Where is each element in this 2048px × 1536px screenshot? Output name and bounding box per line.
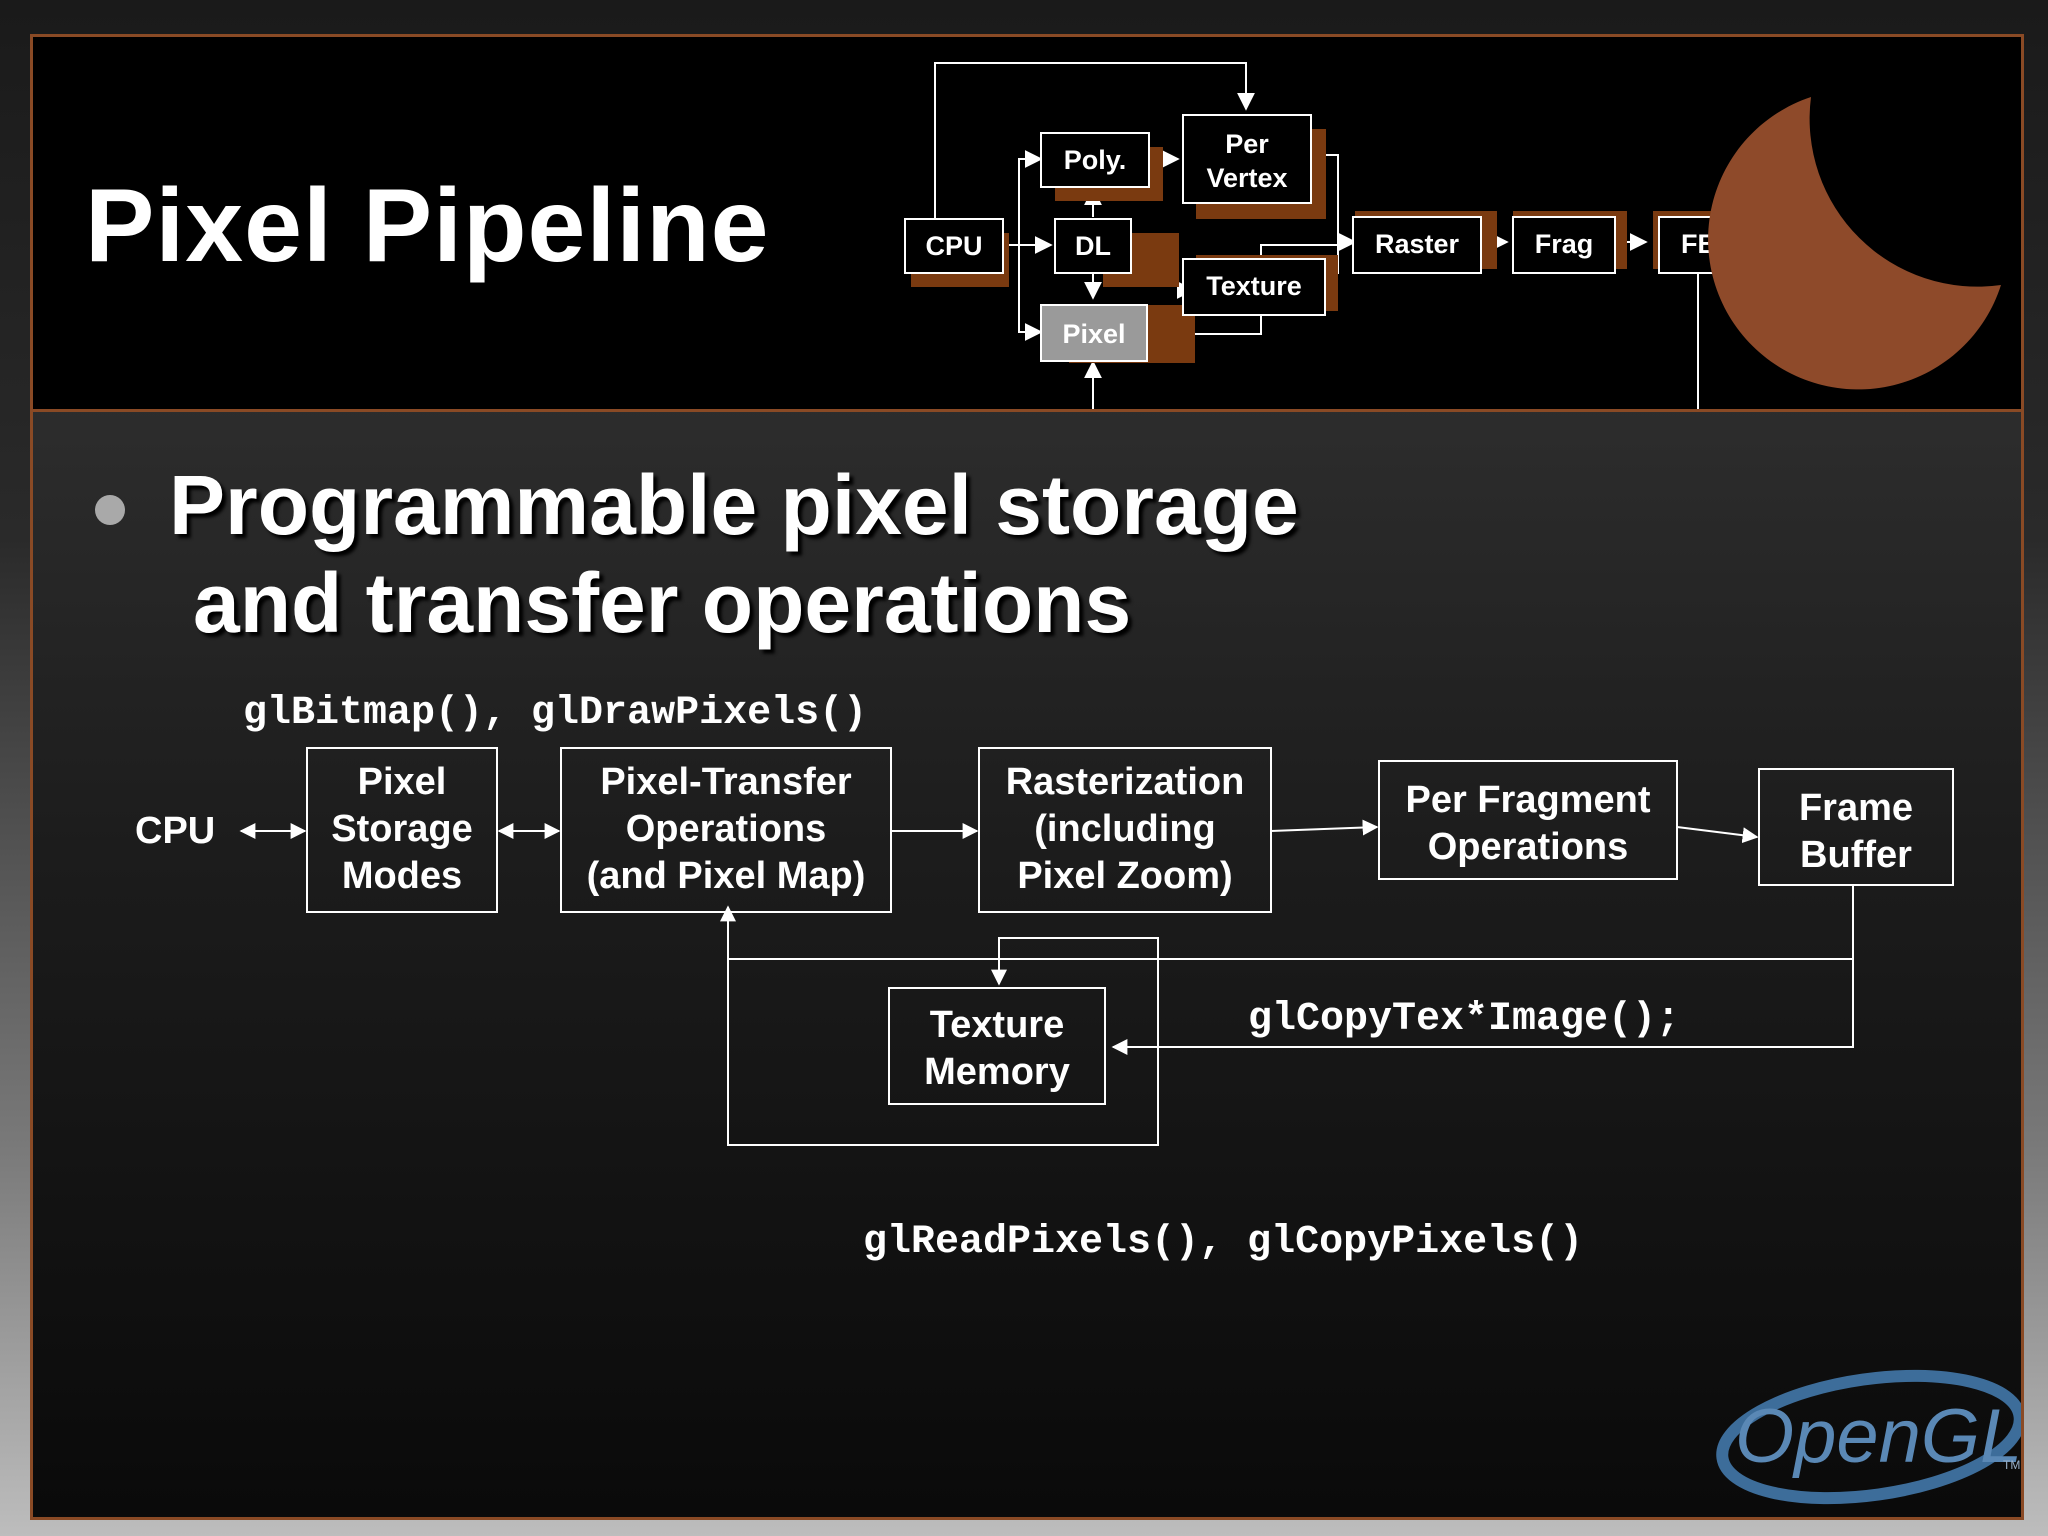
transfer-ops-line-2: Operations bbox=[626, 808, 827, 850]
mini-cpu-label: CPU bbox=[925, 231, 982, 261]
storage-modes-line-2: Storage bbox=[331, 808, 472, 850]
transfer-ops-line-1: Pixel-Transfer bbox=[600, 761, 852, 803]
mini-pixel-label: Pixel bbox=[1062, 319, 1125, 349]
draw-call-label: glBitmap(), glDrawPixels() bbox=[243, 691, 867, 736]
frame-buffer-line-1: Frame bbox=[1799, 787, 1913, 829]
diagram-connectors bbox=[239, 819, 1854, 1146]
storage-modes-box bbox=[306, 747, 498, 913]
frame-buffer-line-2: Buffer bbox=[1800, 834, 1912, 876]
bullet-line-2: and transfer operations bbox=[193, 556, 1132, 650]
mini-pervertex-box bbox=[1182, 114, 1312, 204]
bullet-dot bbox=[95, 495, 125, 525]
mini-poly-label: Poly. bbox=[1064, 145, 1127, 175]
transfer-ops-box bbox=[560, 747, 892, 913]
texture-memory-line-2: Memory bbox=[924, 1051, 1070, 1093]
mini-poly-box bbox=[1040, 132, 1150, 188]
copy-tex-label: glCopyTex*Image(); bbox=[1248, 997, 1680, 1042]
mini-frag-label: Frag bbox=[1535, 229, 1594, 259]
mini-dl-label: DL bbox=[1075, 231, 1111, 261]
slide: Pixel Pipeline bbox=[30, 34, 2024, 1520]
rasterization-box bbox=[978, 747, 1272, 913]
opengl-logo: OpenGL TM bbox=[1716, 1369, 2021, 1505]
frame-buffer-box bbox=[1758, 768, 1954, 886]
rasterization-line-2: (including bbox=[1034, 808, 1216, 850]
opengl-logo-swoosh bbox=[1716, 1369, 2021, 1505]
per-fragment-box bbox=[1378, 760, 1678, 880]
texture-memory-box bbox=[888, 987, 1106, 1105]
rasterization-line-1: Rasterization bbox=[1006, 761, 1245, 803]
diagram-cpu-label: CPU bbox=[135, 810, 215, 852]
pixel-transfer-diagram: glBitmap(), glDrawPixels() CPU Pixel Sto… bbox=[135, 691, 2021, 1505]
texture-memory-line-1: Texture bbox=[930, 1004, 1064, 1046]
mini-frag-box bbox=[1512, 216, 1616, 274]
per-fragment-line-1: Per Fragment bbox=[1406, 779, 1651, 821]
mini-pervertex-label-2: Vertex bbox=[1206, 163, 1287, 193]
bullet-line-1: Programmable pixel storage bbox=[169, 458, 1299, 552]
storage-modes-line-1: Pixel bbox=[358, 761, 447, 803]
mini-raster-box bbox=[1352, 216, 1482, 274]
read-pixels-label: glReadPixels(), glCopyPixels() bbox=[863, 1220, 1583, 1265]
opengl-logo-tm: TM bbox=[2003, 1458, 2020, 1472]
mini-pixel-box bbox=[1040, 304, 1148, 362]
crescent-moon-decoration bbox=[1708, 97, 2001, 390]
mini-dl-box bbox=[1054, 218, 1132, 274]
mini-pipeline-diagram: CPU Poly. Per Vertex DL Texture Pixel Ra… bbox=[904, 62, 2001, 409]
mini-texture-label: Texture bbox=[1206, 271, 1302, 301]
per-fragment-line-2: Operations bbox=[1428, 826, 1629, 868]
mini-pervertex-label-1: Per bbox=[1225, 129, 1269, 159]
transfer-ops-line-3: (and Pixel Map) bbox=[587, 855, 866, 897]
rasterization-line-3: Pixel Zoom) bbox=[1017, 855, 1232, 897]
storage-modes-line-3: Modes bbox=[342, 855, 462, 897]
opengl-logo-text: OpenGL bbox=[1735, 1394, 2021, 1479]
header-band: Pixel Pipeline bbox=[33, 37, 2021, 412]
mini-texture-box bbox=[1182, 258, 1326, 316]
page-title: Pixel Pipeline bbox=[85, 168, 770, 284]
mini-cpu-box bbox=[904, 218, 1004, 274]
mini-raster-label: Raster bbox=[1375, 229, 1460, 259]
